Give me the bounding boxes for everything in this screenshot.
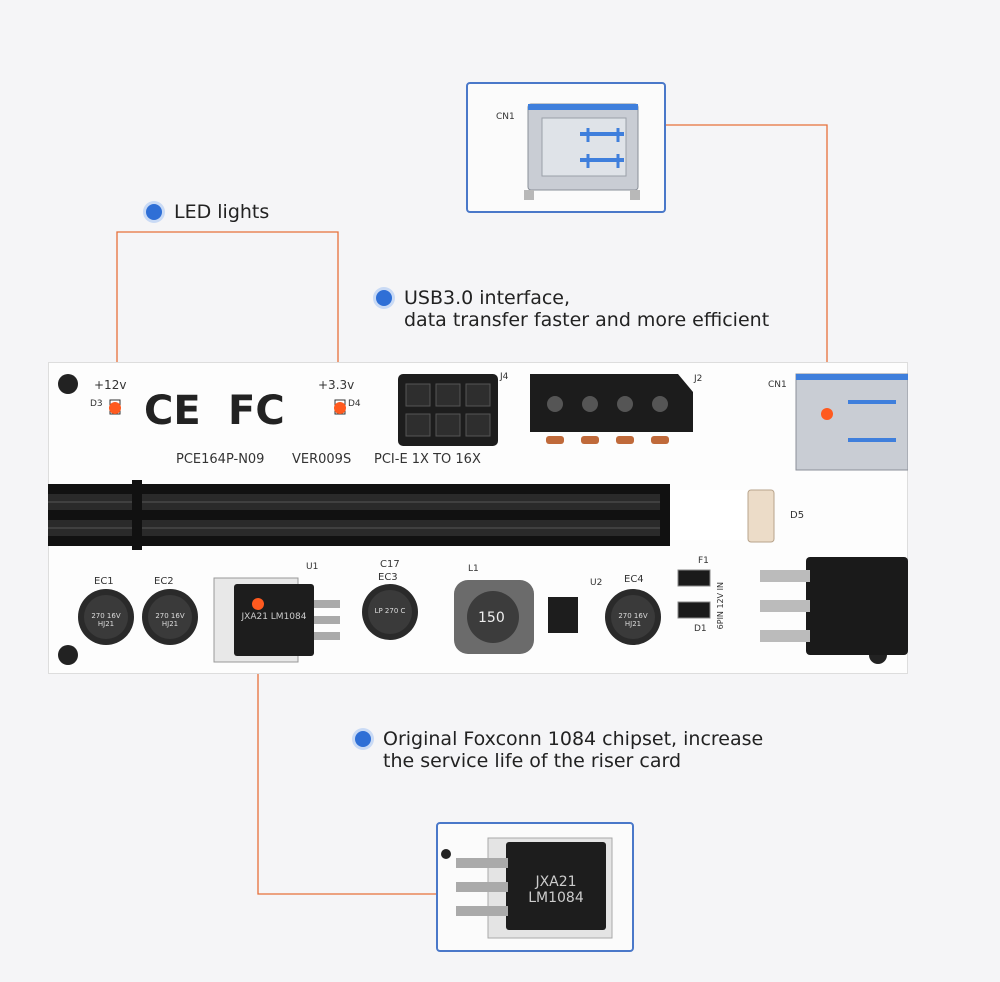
leader-usb (666, 124, 828, 412)
leader-chip (257, 605, 442, 895)
j2-label: J2 (694, 374, 703, 384)
chip-inset: JXA21 LM1084 (436, 822, 634, 952)
pin-label: 6PIN 12V IN (716, 582, 725, 630)
usb-inset-label: CN1 (496, 112, 515, 122)
led-right-voltage: +3.3v (318, 378, 355, 392)
callout-usb: USB3.0 interface, data transfer faster a… (376, 287, 769, 331)
led-d3-marker (109, 402, 121, 414)
usb-inset: CN1 (466, 82, 666, 213)
led-left-label: D3 (90, 399, 103, 409)
leader-led (116, 231, 339, 412)
callout-chip-line1: Original Foxconn 1084 chipset, increase (383, 728, 764, 750)
bullet-icon (146, 204, 162, 220)
callout-usb-line2: data transfer faster and more efficient (404, 309, 770, 331)
chip-marker (252, 598, 264, 610)
ec1-label: EC1 (94, 576, 114, 587)
cap-text-ec3: LP 270 C (374, 607, 406, 615)
led-right-label: D4 (348, 399, 361, 409)
led-d4-marker (334, 402, 346, 414)
ec2-label: EC2 (154, 576, 174, 587)
j4-label: J4 (500, 372, 509, 382)
callout-led: LED lights (146, 201, 269, 223)
callout-chip-line2: the service life of the riser card (383, 750, 682, 772)
model-label: PCE164P-N09 (176, 452, 265, 467)
cap-text-ec2: 270 16V HJ21 (155, 612, 185, 628)
d1-label: D1 (694, 624, 707, 634)
regulator-chip-icon (441, 837, 613, 939)
chip-inset-text: JXA21 LM1084 (528, 874, 584, 906)
riser-board: +12v D3 +3.3v D4 CE FC PCE164P-N09 VER00… (48, 362, 908, 674)
callout-led-text: LED lights (174, 201, 270, 223)
usb-marker (821, 408, 833, 420)
slot-label: PCI-E 1X TO 16X (374, 452, 481, 467)
c17-label: C17 (380, 559, 400, 570)
regulator-text: JXA21 LM1084 (241, 612, 307, 622)
ec3-label: EC3 (378, 572, 398, 583)
d5-label: D5 (790, 510, 805, 521)
cap-text-ec1: 270 16V HJ21 (91, 612, 121, 628)
cap-text-ec4: 270 16V HJ21 (618, 612, 648, 628)
u2-label: U2 (590, 578, 603, 588)
u1-label: U1 (306, 562, 319, 572)
bullet-icon (355, 731, 371, 747)
f1-label: F1 (698, 556, 709, 566)
version-label: VER009S (292, 452, 352, 467)
ce-mark: CE (144, 388, 201, 434)
l1-label: L1 (468, 564, 479, 574)
callout-usb-line1: USB3.0 interface, (404, 287, 571, 309)
usb-port-icon (524, 103, 640, 200)
cn1-label: CN1 (768, 380, 787, 390)
ec4-label: EC4 (624, 574, 644, 585)
callout-chip: Original Foxconn 1084 chipset, increase … (355, 728, 763, 772)
inductor-value: 150 (478, 610, 505, 626)
fc-mark: FC (228, 388, 285, 434)
led-left-voltage: +12v (94, 378, 127, 392)
bullet-icon (376, 290, 392, 306)
board-artwork (48, 373, 908, 665)
